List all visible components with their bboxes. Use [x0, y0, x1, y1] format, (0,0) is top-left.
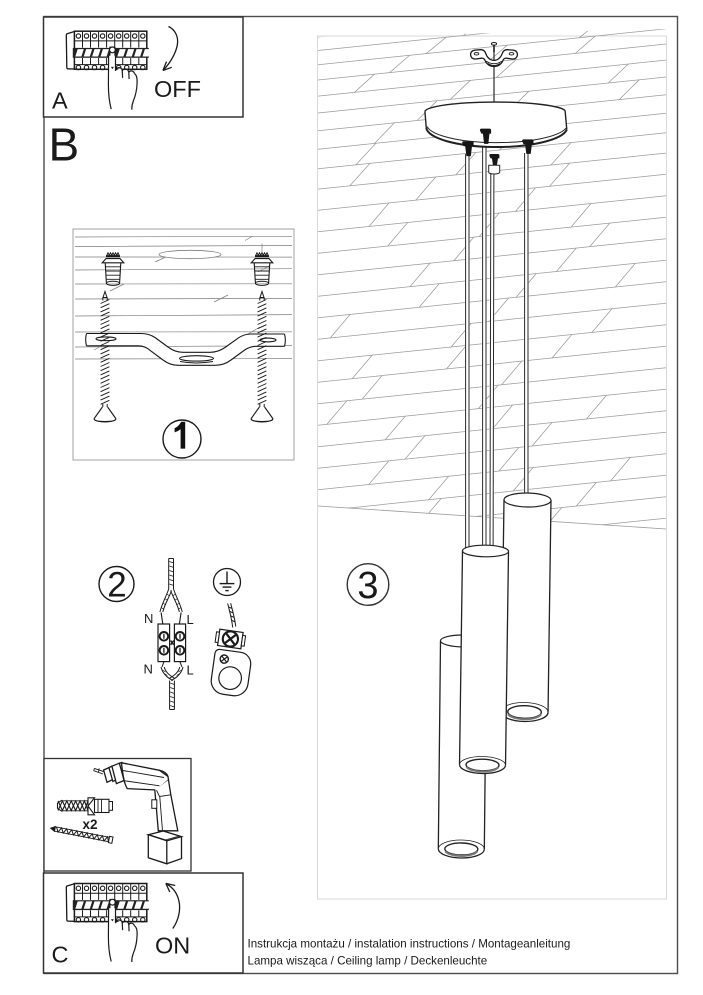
svg-text:Instrukcja montażu / instalati: Instrukcja montażu / instalation instruc… [248, 938, 571, 951]
svg-text:L: L [187, 612, 194, 627]
svg-text:OFF: OFF [154, 76, 201, 102]
svg-text:C: C [52, 942, 69, 968]
svg-text:3: 3 [357, 565, 378, 607]
svg-text:x2: x2 [83, 817, 98, 832]
svg-text:L: L [187, 663, 194, 678]
svg-text:A: A [52, 88, 68, 114]
svg-text:ON: ON [155, 933, 190, 959]
svg-text:N: N [144, 611, 153, 626]
svg-text:Lampa wisząca / Ceiling lamp /: Lampa wisząca / Ceiling lamp / Deckenleu… [248, 955, 488, 968]
svg-text:B: B [49, 119, 80, 171]
svg-text:N: N [144, 662, 153, 677]
svg-text:2: 2 [107, 566, 126, 605]
